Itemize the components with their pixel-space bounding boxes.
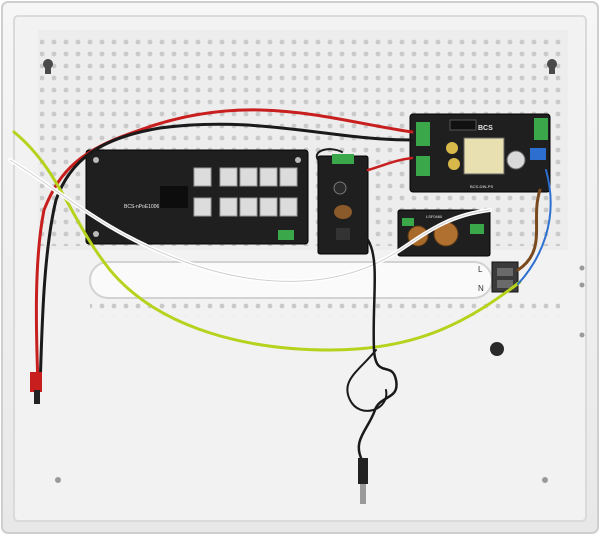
psu-brand-label: BCS — [478, 125, 493, 132]
yellow-green-wire — [12, 130, 522, 352]
brown-wire — [516, 188, 542, 272]
psu-model-label: BCS-DIN-PS — [470, 184, 493, 189]
psu-board: BCS BCS-DIN-PS — [409, 113, 551, 193]
wiring — [8, 108, 552, 504]
terminal-label-l: L — [478, 265, 483, 274]
keyhole-mount-left — [43, 59, 53, 74]
dc-converter-board — [317, 154, 369, 255]
black-wire — [38, 122, 414, 392]
switch-board-label: BCS-nPoE1006 — [124, 204, 160, 210]
dc-output-cable — [357, 238, 398, 462]
keyhole-mount-right — [547, 59, 557, 74]
terminal-label-n: N — [478, 284, 484, 293]
blue-wire — [517, 169, 552, 285]
filter-board-label: LSF0460 — [426, 214, 443, 219]
filter-board: LSF0460 — [397, 209, 491, 257]
cable-knockout — [490, 342, 504, 356]
rj45-ports — [193, 167, 298, 217]
poe-switch-board: BCS-nPoE1006 — [85, 149, 309, 245]
